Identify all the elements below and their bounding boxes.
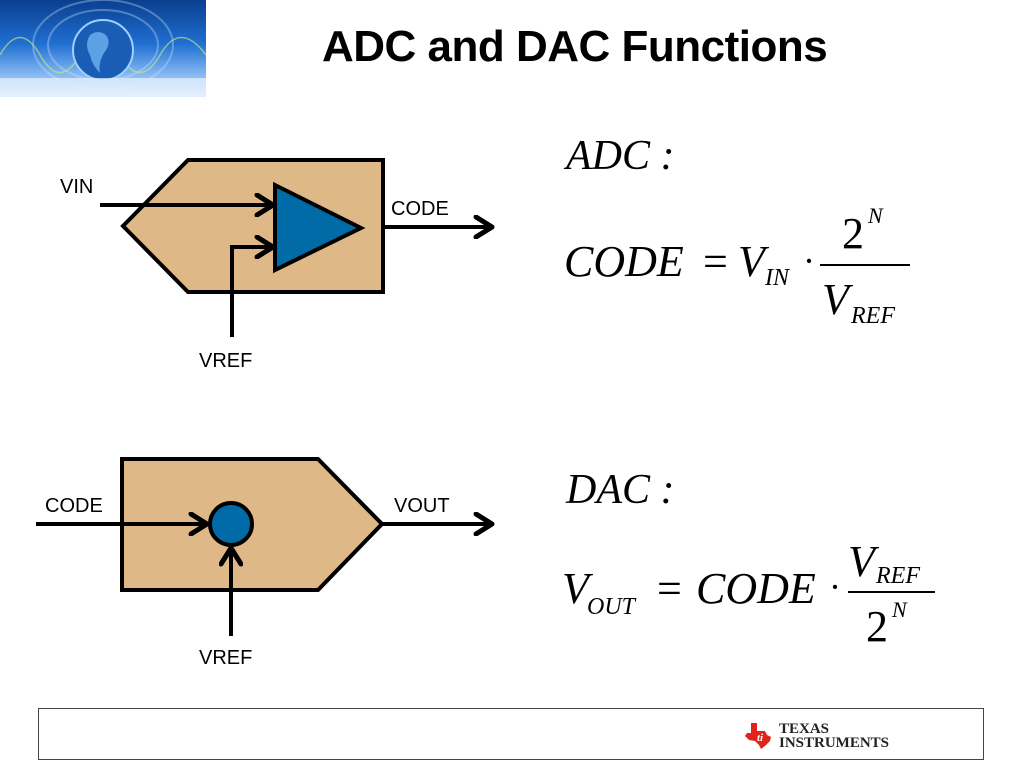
dac-vref-label: VREF [199,647,253,669]
adc-vin-sub: IN [765,265,789,291]
dac-equals: = [657,564,682,613]
svg-text:ti: ti [757,732,764,744]
adc-lhs: CODE [564,237,684,286]
dac-den-base: 2 [866,602,888,651]
dac-rhs: CODE [696,564,816,613]
adc-num-exp: N [868,203,883,228]
adc-block-shape [120,158,385,294]
adc-triangle-icon [273,181,366,274]
adc-vin-label: VIN [60,176,94,198]
dac-vout-v: V [562,564,589,613]
vref-arrow [230,247,273,337]
dac-den-exp: N [892,597,907,622]
header-banner-image [0,0,206,97]
dac-num-v: V [848,537,875,586]
dac-dot: · [829,567,841,607]
dac-vout-label: VOUT [394,495,450,517]
adc-num-base: 2 [842,209,864,258]
dac-heading: DAC : [566,467,675,513]
texas-instruments-logo: ti Texas Instruments [743,716,889,756]
globe-icon [0,0,206,97]
adc-heading: ADC : [566,133,675,179]
slide-title: ADC and DAC Functions [322,22,828,71]
adc-equals: = [703,237,728,286]
brand-line2: Instruments [779,735,890,751]
dac-num-sub: REF [876,563,920,589]
footer-box [38,708,984,760]
adc-code-label: CODE [391,198,449,220]
dac-block [36,457,492,636]
adc-block [100,158,492,337]
adc-dot: · [803,241,815,281]
adc-vref-label: VREF [199,350,253,372]
brand-line1: Texas [779,721,830,737]
adc-vin-v: V [738,237,765,286]
dac-code-label: CODE [45,495,103,517]
adc-den-sub: REF [851,303,895,329]
dac-vout-sub: OUT [587,594,636,620]
texas-state-icon: ti [745,723,771,749]
dac-circle-icon [208,501,254,547]
adc-den-v: V [822,275,849,324]
